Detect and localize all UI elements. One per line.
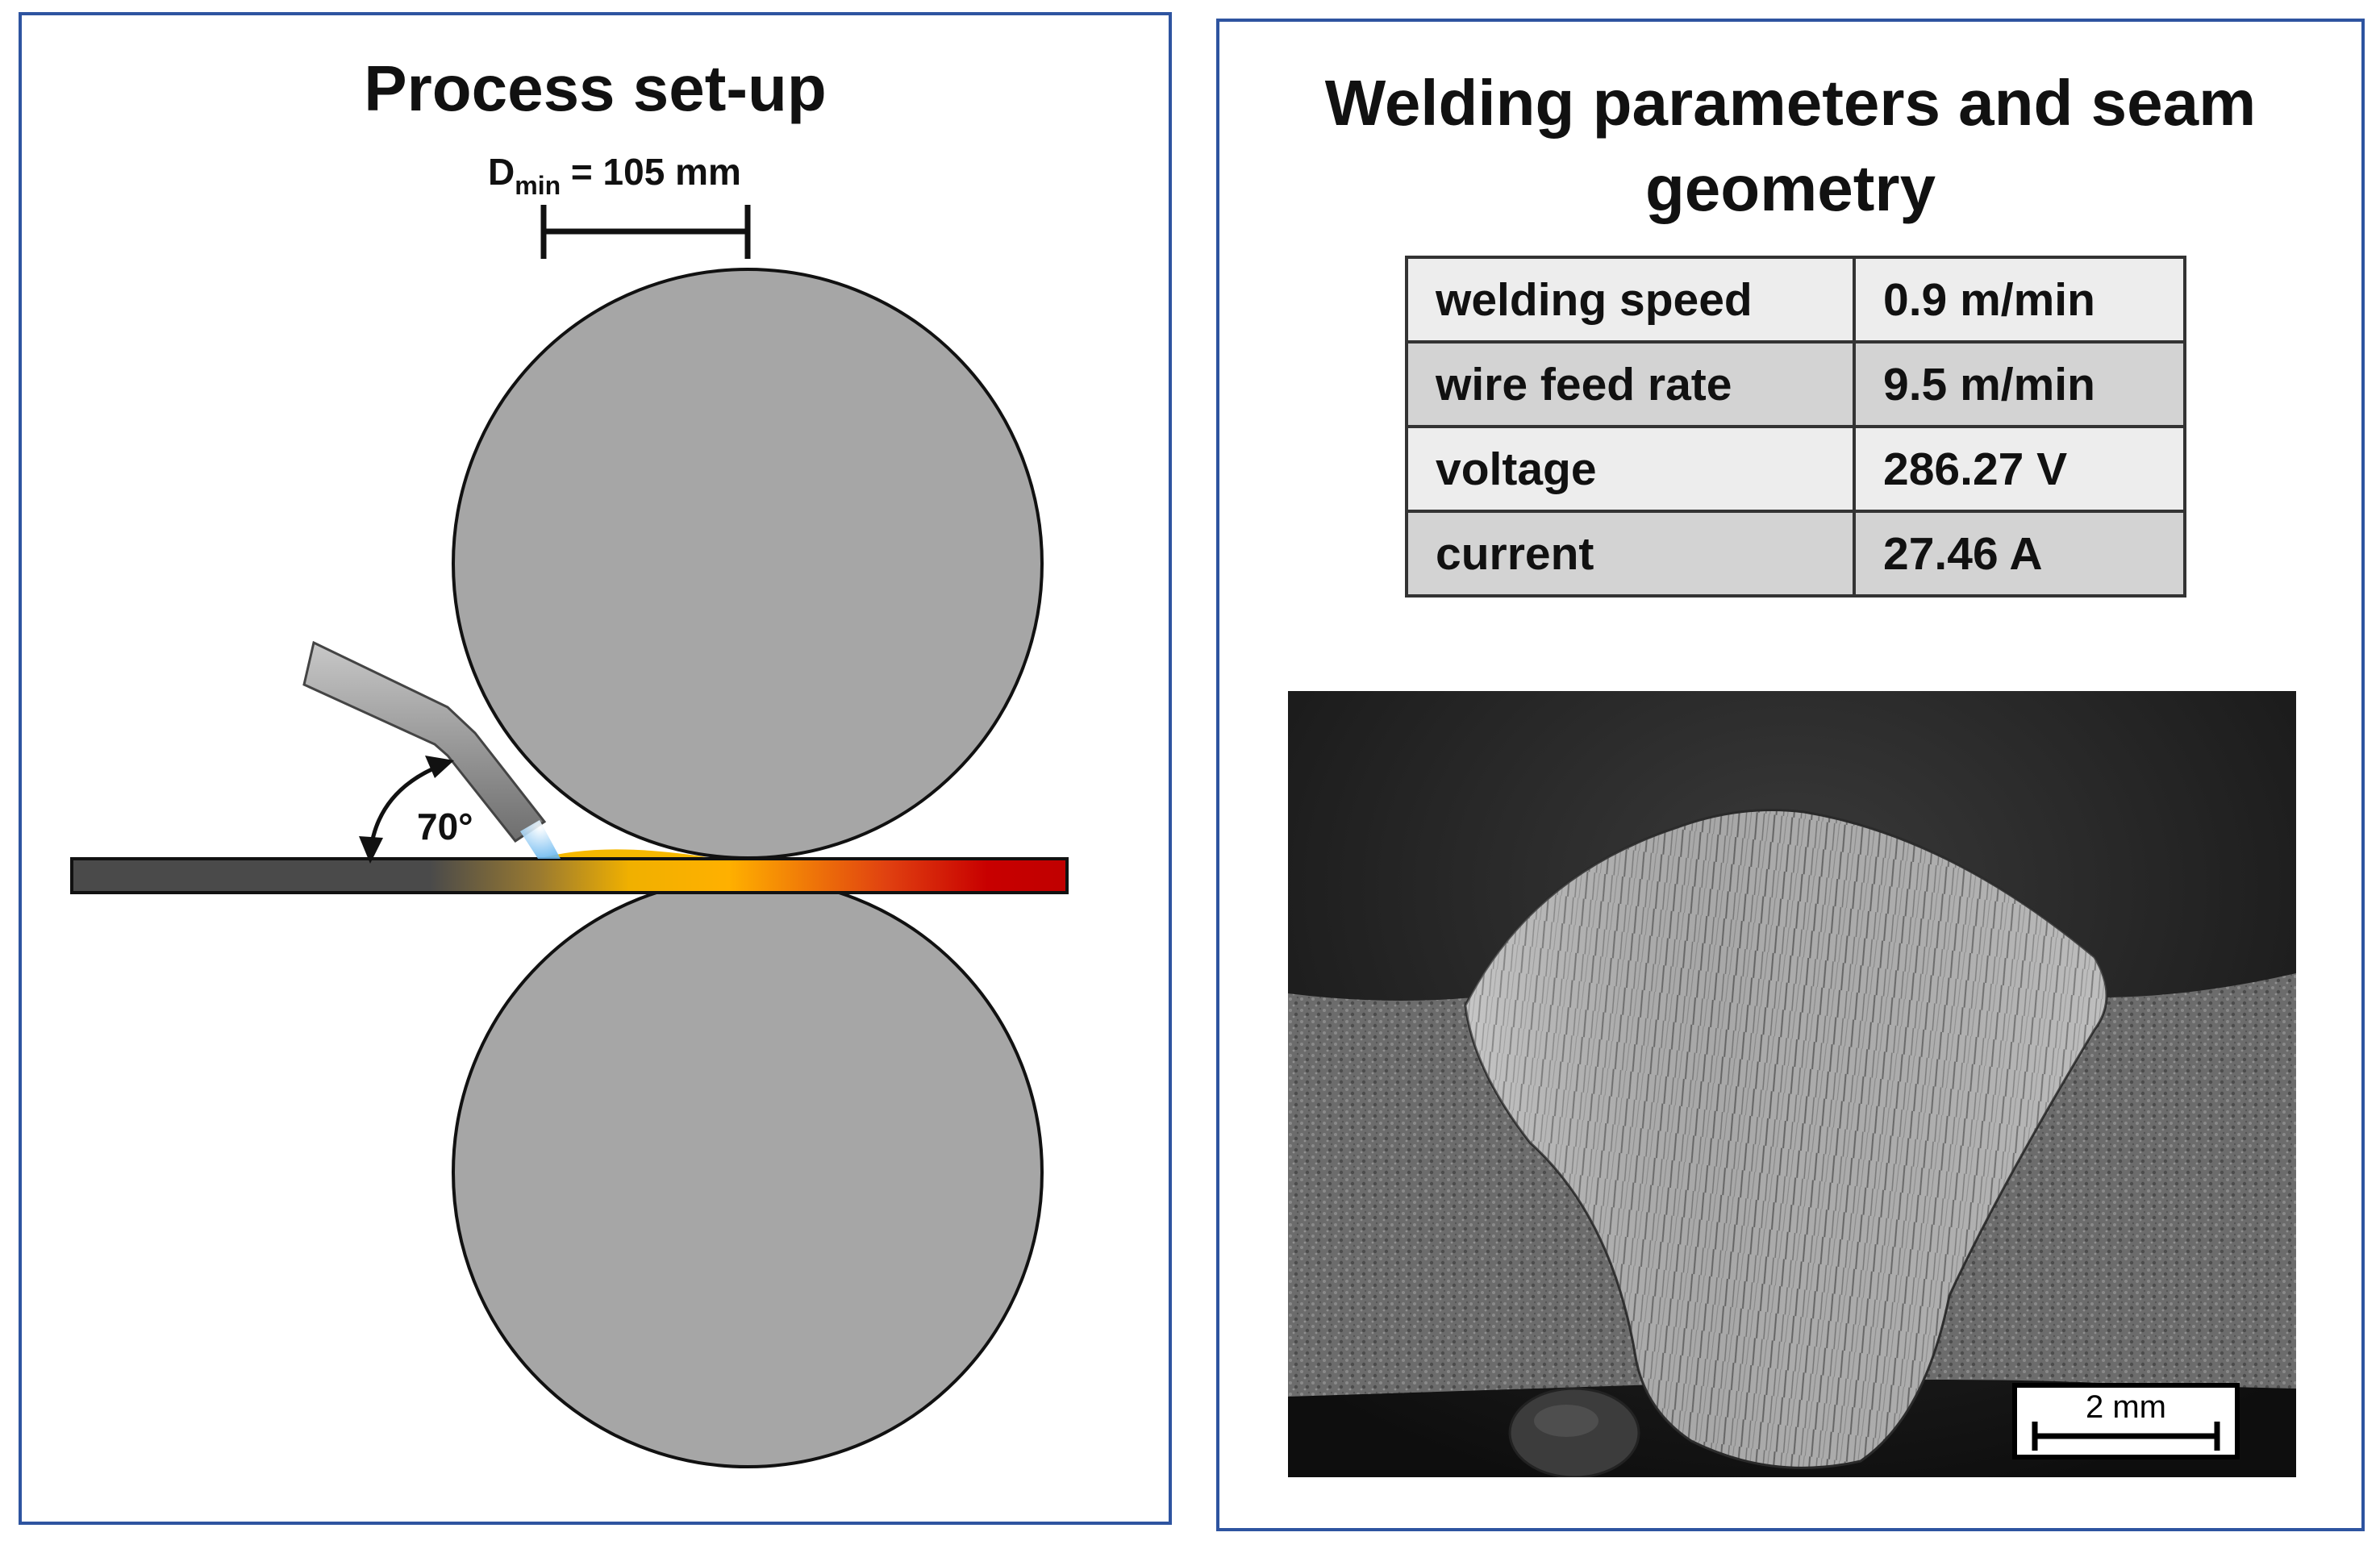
title-line-2: geometry (1644, 152, 1936, 224)
table-row: current 27.46 A (1405, 510, 2186, 598)
process-setup-panel: Process set-up (19, 12, 1172, 1525)
table-row: wire feed rate 9.5 m/min (1405, 340, 2186, 428)
dimension-bar-icon (540, 205, 751, 259)
angle-label: 70° (417, 806, 473, 847)
param-value: 27.46 A (1853, 510, 2186, 598)
welding-torch-icon (302, 640, 561, 859)
param-value: 0.9 m/min (1853, 256, 2186, 344)
dimension-label: Dmin = 105 mm (488, 151, 741, 200)
weld-seam-micrograph: 2 mm (1288, 691, 2296, 1477)
lower-roller (452, 877, 1044, 1468)
param-value: 9.5 m/min (1853, 340, 2186, 428)
parameters-table: welding speed 0.9 m/min wire feed rate 9… (1405, 256, 2186, 598)
scale-bar-line-icon (2032, 1422, 2220, 1451)
process-setup-title: Process set-up (364, 52, 827, 124)
angle-arrow-icon (359, 756, 454, 864)
param-label: current (1405, 510, 1856, 598)
scale-bar: 2 mm (2012, 1383, 2240, 1459)
table-row: voltage 286.27 V (1405, 425, 2186, 513)
param-value: 286.27 V (1853, 425, 2186, 513)
scale-bar-label: 2 mm (2086, 1389, 2166, 1425)
welding-parameters-title: Welding parameters and seam geometry (1219, 60, 2361, 231)
param-label: voltage (1405, 425, 1856, 513)
table-row: welding speed 0.9 m/min (1405, 256, 2186, 344)
process-setup-diagram: Dmin = 105 mm 70° (70, 151, 1069, 1468)
title-line-1: Welding parameters and seam (1324, 67, 2257, 139)
workpiece-sheet (70, 857, 1069, 894)
welding-parameters-panel: Welding parameters and seam geometry wel… (1216, 19, 2365, 1531)
upper-roller (452, 268, 1044, 860)
weld-pool (538, 849, 715, 859)
param-label: wire feed rate (1405, 340, 1856, 428)
param-label: welding speed (1405, 256, 1856, 344)
